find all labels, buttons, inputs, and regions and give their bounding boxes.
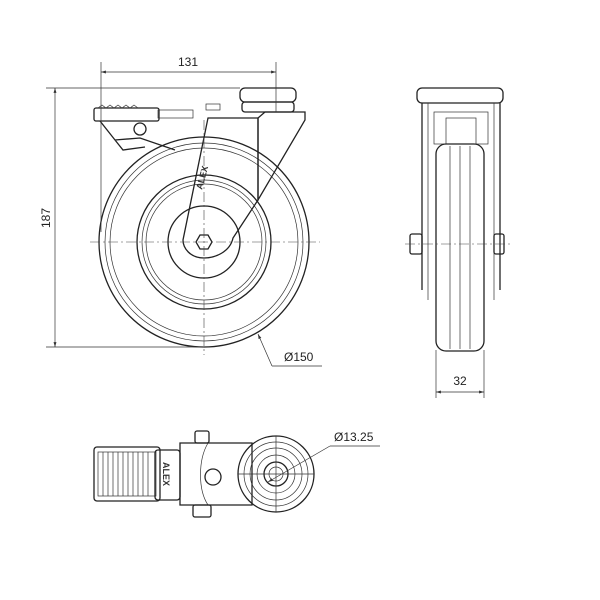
- front-view: ALEX 131 187 Ø150: [39, 55, 322, 367]
- side-view: 32: [405, 87, 512, 398]
- dimension-diameter-150: Ø150: [257, 333, 322, 367]
- dimension-131-label: 131: [178, 55, 198, 69]
- side-top-plate: [416, 87, 504, 104]
- top-plate: [239, 87, 297, 103]
- dimension-13-25-label: Ø13.25: [334, 430, 374, 444]
- dimension-32-label: 32: [453, 374, 467, 388]
- side-wheel: [435, 143, 485, 352]
- swivel-hole: [204, 468, 222, 486]
- fork-logo: ALEX: [194, 165, 210, 191]
- brake-pedal: [93, 107, 160, 122]
- dimension-187-label: 187: [39, 208, 53, 228]
- dimension-diameter-13-25: Ø13.25: [267, 430, 380, 483]
- dimension-131: 131: [100, 55, 277, 232]
- swivel-plate: [237, 435, 315, 513]
- pedal-grip: [102, 452, 149, 496]
- top-view: ALEX Ø13.25: [93, 430, 380, 518]
- top-bolt: [194, 430, 210, 444]
- top-pedal: [93, 446, 161, 502]
- dimension-150-label: Ø150: [284, 350, 314, 364]
- top-logo: ALEX: [161, 462, 171, 486]
- bottom-bolt: [192, 504, 212, 518]
- dimension-187: 187: [39, 87, 240, 348]
- dimension-32: 32: [435, 350, 485, 398]
